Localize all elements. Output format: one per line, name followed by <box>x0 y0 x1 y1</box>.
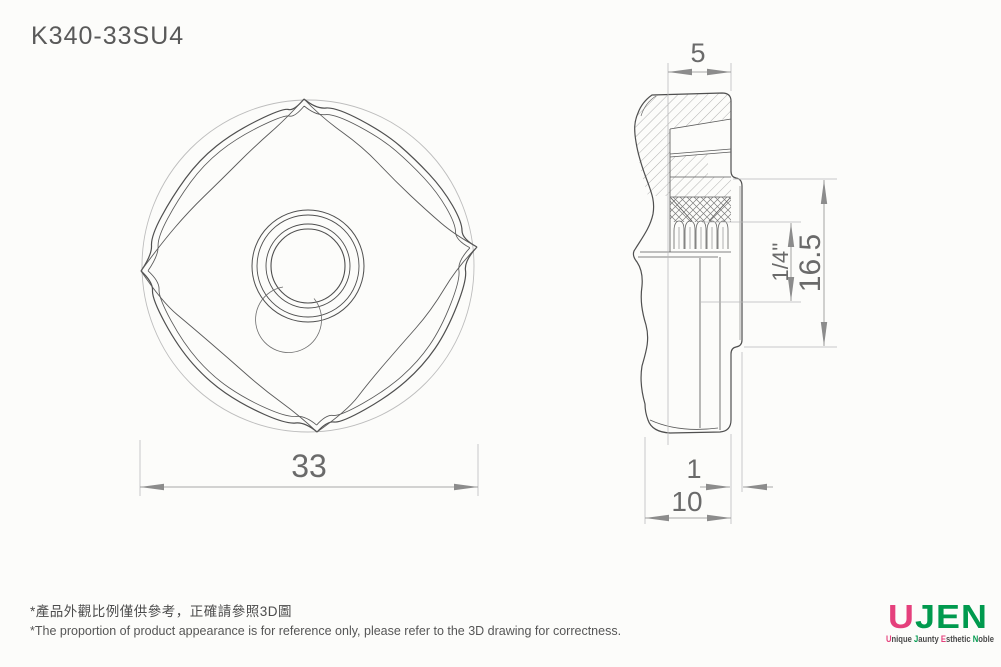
knob-grip-surface-line <box>140 98 478 433</box>
side-outline <box>632 92 743 434</box>
extension-lines <box>644 63 837 524</box>
knob-outline-chamfer <box>147 105 471 426</box>
footnote-zh: *產品外觀比例僅供參考，正確請參照3D圖 <box>30 604 293 619</box>
dim-text-16-5: 16.5 <box>794 234 827 292</box>
thread-arc <box>255 286 322 353</box>
dim-thread: 1/4'' <box>768 223 795 301</box>
thread-profile <box>673 220 729 249</box>
dim-hub-height: 16.5 <box>794 180 828 346</box>
dim-boss: 1 <box>686 454 773 491</box>
logo-wordmark: UJEN <box>888 598 988 635</box>
dim-text-5: 5 <box>690 38 705 68</box>
dim-text-1: 1 <box>686 454 701 484</box>
dim-depth: 10 <box>645 486 731 522</box>
dim-text-10: 10 <box>671 486 702 517</box>
section-hatch-shoulder <box>670 177 731 197</box>
center-hole <box>251 209 365 353</box>
side-corner-chamfer <box>640 95 657 117</box>
section-hatch-top <box>634 93 731 196</box>
section-hatch-mid <box>670 154 708 177</box>
dim-text-33: 33 <box>291 448 327 484</box>
knob-outline <box>140 98 478 433</box>
side-view: 5 16.5 1/4'' 1 10 <box>632 38 837 524</box>
logo-tagline: Unique Jaunty Esthetic Noble <box>886 634 994 644</box>
dim-front-width: 33 <box>139 440 479 496</box>
dim-side-width: 5 <box>668 38 731 76</box>
footnote-en: *The proportion of product appearance is… <box>30 623 622 638</box>
part-number-title: K340-33SU4 <box>31 22 185 50</box>
dim-text-thread: 1/4'' <box>768 243 793 282</box>
footnotes: *產品外觀比例僅供參考，正確請參照3D圖 *The proportion of … <box>30 602 621 640</box>
front-view: 33 <box>139 98 479 496</box>
insert-crosshatch <box>670 197 731 222</box>
reference-circle <box>141 99 475 433</box>
side-internal-lines <box>638 118 741 430</box>
brand-logo: UJEN Unique Jaunty Esthetic Noble <box>886 596 998 659</box>
